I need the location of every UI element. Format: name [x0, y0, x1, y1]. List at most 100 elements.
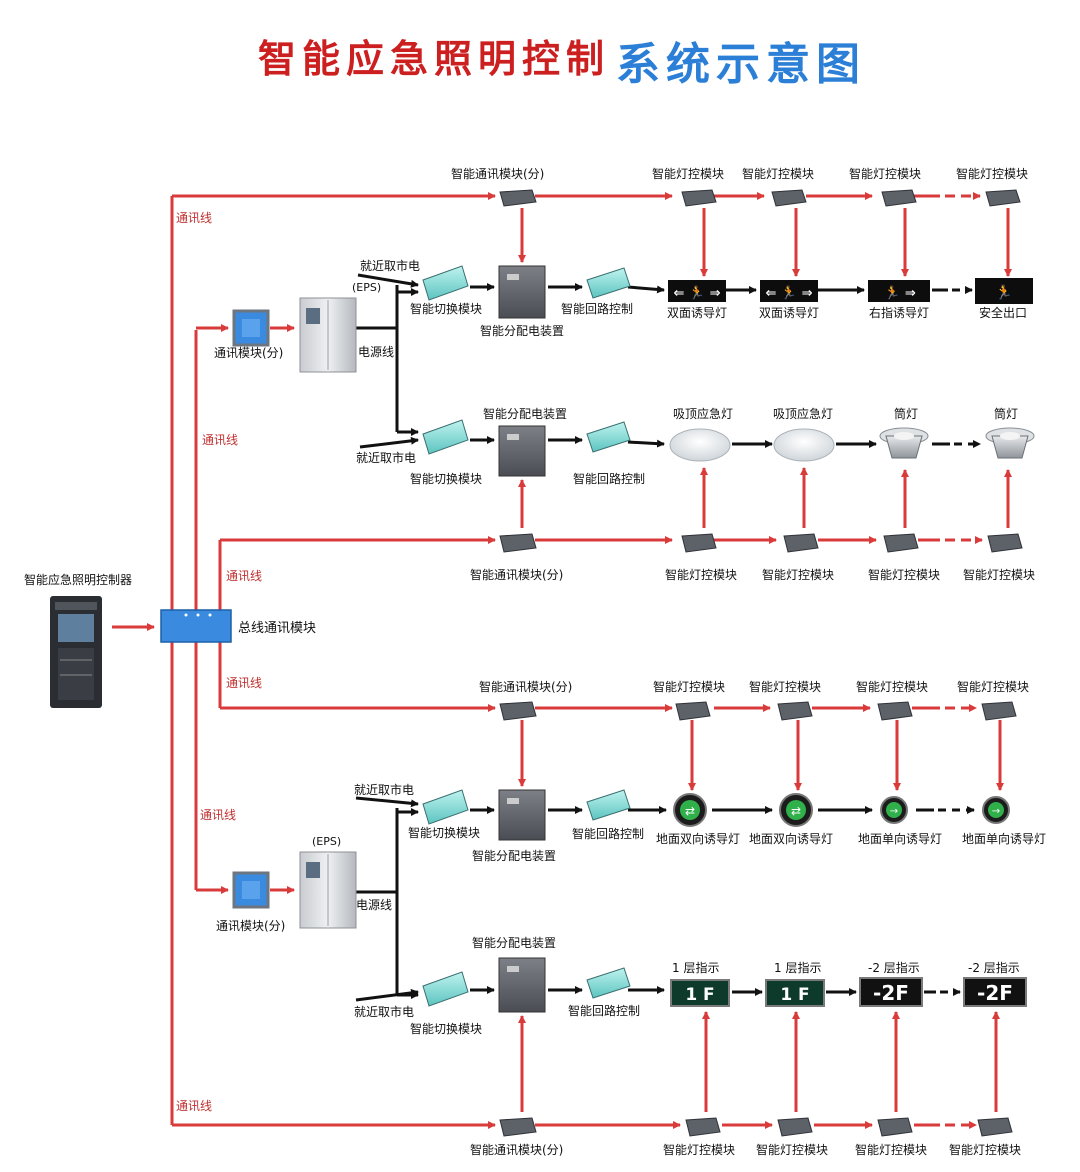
floor-single-guide-1: →: [880, 796, 908, 824]
floor-double-label: 地面双向诱导灯: [656, 831, 740, 846]
page-subtitle: 系统示意图: [616, 39, 866, 90]
floor-sign-m2f-a: [859, 977, 923, 1007]
distribution-unit-1: [498, 265, 546, 319]
svg-text:⇄: ⇄: [685, 804, 695, 818]
down-light-1: [879, 427, 929, 459]
power-line-label: 电源线: [356, 898, 392, 912]
svg-text:⇐ 🏃 ⇒: ⇐ 🏃 ⇒: [765, 285, 812, 301]
lamp-control-module: [777, 1117, 813, 1137]
near-power-label: 就近取市电: [356, 450, 416, 465]
floor-single-label: 地面单向诱导灯: [858, 831, 942, 846]
exit-double-label: 双面诱导灯: [667, 306, 727, 320]
lamp-ctrl-label: 智能灯控模块: [963, 567, 1035, 582]
page-title: 智能应急照明控制: [258, 37, 611, 81]
loop-control-4: [586, 967, 631, 999]
down-light-label: 筒灯: [894, 406, 918, 421]
floor-double-guide-2: ⇄: [779, 793, 813, 827]
bus-comm-module: [160, 609, 232, 643]
distribution-label: 智能分配电装置: [480, 323, 564, 338]
eps-label: (EPS): [312, 835, 341, 848]
lamp-ctrl-label: 智能灯控模块: [749, 679, 821, 694]
switch-module-label: 智能切换模块: [410, 471, 482, 486]
lamp-ctrl-label: 智能灯控模块: [957, 679, 1029, 694]
lamp-ctrl-label: 智能灯控模块: [856, 679, 928, 694]
sign-1f-text: 1 F: [685, 985, 714, 1005]
comm-line-label: 通讯线: [226, 569, 262, 583]
floor-single-label: 地面单向诱导灯: [962, 831, 1046, 846]
ceiling-lamp-label: 吸顶应急灯: [773, 406, 833, 421]
lamp-ctrl-label: 智能灯控模块: [663, 1142, 735, 1157]
distribution-label: 智能分配电装置: [472, 935, 556, 950]
lamp-control-module: [681, 189, 717, 207]
lamp-control-module: [985, 189, 1021, 207]
lamp-control-module: [877, 701, 913, 721]
loop-control-label: 智能回路控制: [561, 301, 633, 316]
switch-module-2: [422, 419, 469, 455]
distribution-label: 智能分配电装置: [483, 406, 567, 421]
svg-text:🏃: 🏃: [995, 284, 1012, 301]
smart-comm-label: 智能通讯模块(分): [470, 1142, 563, 1157]
floor-sign-m2f-b: [963, 977, 1027, 1007]
smart-comm-label: 智能通讯模块(分): [451, 166, 544, 181]
comm-module-upper: [232, 309, 270, 347]
loop-control-label: 智能回路控制: [572, 826, 644, 841]
lamp-ctrl-label: 智能灯控模块: [652, 166, 724, 181]
lamp-control-module: [685, 1117, 721, 1137]
sign-m2f-text: -2F: [977, 981, 1013, 1005]
switch-module-label: 智能切换模块: [408, 825, 480, 840]
smart-comm-label: 智能通讯模块(分): [479, 679, 572, 694]
lamp-control-module: [783, 533, 819, 553]
lamp-control-module: [681, 533, 717, 553]
floor-double-label: 地面双向诱导灯: [749, 831, 833, 846]
lamp-ctrl-label: 智能灯控模块: [956, 166, 1028, 181]
svg-text:🏃 ⇒: 🏃 ⇒: [884, 285, 916, 301]
floor-double-guide-1: ⇄: [673, 793, 707, 827]
distribution-unit-4: [498, 957, 546, 1013]
switch-module-1: [422, 265, 469, 301]
loop-control-label: 智能回路控制: [573, 471, 645, 486]
floor-m2-indicator-label: -2 层指示: [868, 960, 920, 975]
loop-control-1: [586, 267, 631, 299]
comm-module-lower: [232, 871, 270, 909]
lamp-ctrl-label: 智能灯控模块: [742, 166, 814, 181]
safe-exit-label: 安全出口: [979, 305, 1027, 320]
svg-text:⇐ 🏃 ⇒: ⇐ 🏃 ⇒: [673, 285, 720, 301]
near-power-label: 就近取市电: [354, 782, 414, 797]
lamp-ctrl-label: 智能灯控模块: [949, 1142, 1021, 1157]
lamp-control-module: [877, 1117, 913, 1137]
floor-single-guide-2: →: [982, 796, 1010, 824]
eps-label: (EPS): [352, 281, 381, 294]
near-power-label: 就近取市电: [360, 258, 420, 273]
lamp-ctrl-label: 智能灯控模块: [653, 679, 725, 694]
comm-module-label: 通讯模块(分): [214, 346, 283, 360]
lamp-ctrl-label: 智能灯控模块: [868, 567, 940, 582]
exit-double-label: 双面诱导灯: [759, 306, 819, 320]
comm-line-label: 通讯线: [176, 211, 212, 225]
distribution-label: 智能分配电装置: [472, 848, 556, 863]
floor-sign-1f-a: [670, 979, 730, 1007]
lamp-ctrl-label: 智能灯控模块: [849, 166, 921, 181]
ceiling-emergency-lamp-1: [669, 428, 731, 462]
comm-line-label: 通讯线: [202, 433, 238, 447]
switch-module-3: [422, 789, 469, 825]
comm-line-label: 通讯线: [176, 1099, 212, 1113]
floor1-indicator-label: 1 层指示: [672, 960, 719, 975]
ceiling-emergency-lamp-2: [773, 428, 835, 462]
exit-sign-double-1: ⇐ 🏃 ⇒: [668, 280, 726, 302]
lamp-control-module: [777, 701, 813, 721]
lamp-control-module: [883, 533, 919, 553]
comm-module-label: 通讯模块(分): [216, 919, 285, 933]
smart-comm-module: [499, 701, 537, 721]
sign-1f-text: 1 F: [780, 985, 809, 1005]
exit-sign-right: 🏃 ⇒: [868, 280, 930, 302]
lamp-control-module: [981, 701, 1017, 721]
distribution-unit-3: [498, 789, 546, 841]
eps-cabinet-upper: [299, 297, 357, 373]
lamp-ctrl-label: 智能灯控模块: [855, 1142, 927, 1157]
down-light-2: [985, 427, 1035, 459]
exit-sign-double-2: ⇐ 🏃 ⇒: [760, 280, 818, 302]
controller-cabinet: [50, 596, 102, 708]
lamp-control-module: [977, 1117, 1013, 1137]
loop-control-label: 智能回路控制: [568, 1003, 640, 1018]
